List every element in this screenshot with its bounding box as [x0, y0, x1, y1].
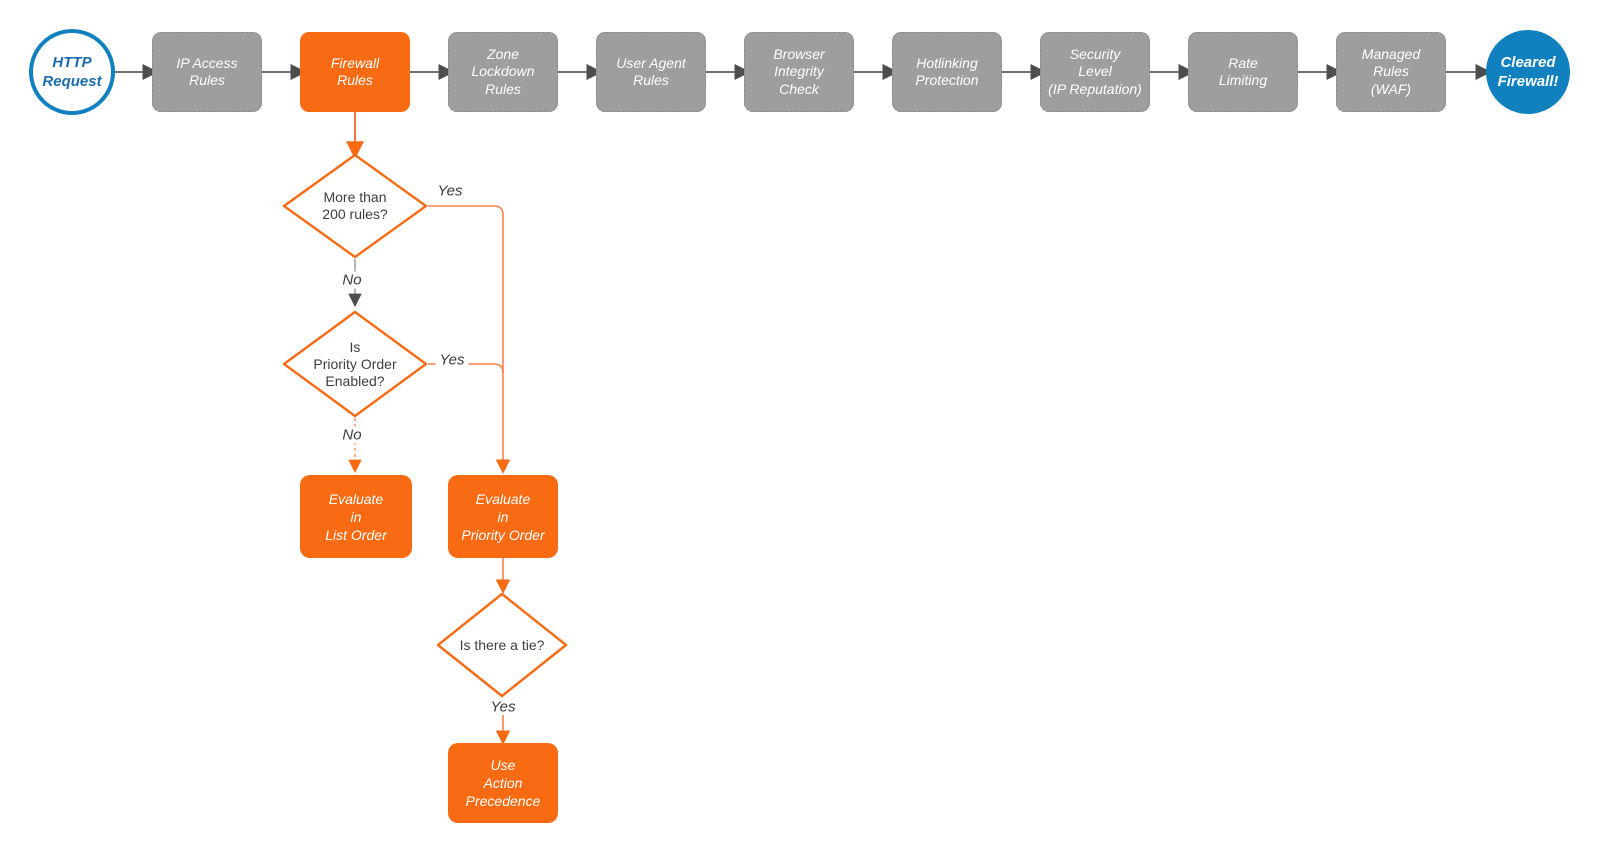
node-user-agent-rules-label: User Agent Rules: [616, 54, 686, 89]
node-evaluate-in-list-order-label: Evaluate in List Order: [325, 490, 387, 543]
node-zone-lockdown-rules-label: Zone Lockdown Rules: [471, 45, 535, 97]
decision-priority-order-enabled: Is Priority Order Enabled?: [282, 310, 428, 418]
node-hotlinking-protection-label: Hotlinking Protection: [915, 54, 979, 89]
decision-diamond-shape: [282, 310, 428, 418]
node-evaluate-in-list-order: Evaluate in List Order: [300, 475, 412, 558]
node-managed-rules-waf: Managed Rules (WAF): [1336, 32, 1446, 112]
decision-more-than-200-rules: More than 200 rules?: [282, 153, 428, 259]
edge-label-yes-3: Yes: [490, 698, 516, 716]
node-security-level: Security Level (IP Reputation): [1040, 32, 1150, 112]
node-evaluate-in-priority-order: Evaluate in Priority Order: [448, 475, 558, 558]
node-ip-access-rules: IP Access Rules: [152, 32, 262, 112]
node-http-request: HTTP Request: [29, 29, 115, 115]
node-user-agent-rules: User Agent Rules: [596, 32, 706, 112]
node-zone-lockdown-rules: Zone Lockdown Rules: [448, 32, 558, 112]
connector-decision2-yes-merge: [428, 363, 504, 374]
connector-decision1-yes-to-priority: [428, 205, 511, 474]
decision-diamond-shape: [436, 592, 568, 698]
edge-label-no-2: No: [338, 426, 366, 444]
decision-is-there-a-tie: Is there a tie?: [436, 592, 568, 698]
node-evaluate-in-priority-order-label: Evaluate in Priority Order: [461, 490, 545, 543]
node-managed-rules-waf-label: Managed Rules (WAF): [1361, 45, 1421, 97]
node-use-action-precedence-label: Use Action Precedence: [465, 757, 541, 809]
edge-label-no-1: No: [338, 271, 366, 289]
node-browser-integrity-check-label: Browser Integrity Check: [773, 45, 825, 97]
node-hotlinking-protection: Hotlinking Protection: [892, 32, 1002, 112]
node-firewall-rules: Firewall Rules: [300, 32, 410, 112]
decision-priority-order-enabled-label: Is Priority Order Enabled?: [313, 338, 397, 389]
node-rate-limiting: Rate Limiting: [1188, 32, 1298, 112]
node-browser-integrity-check: Browser Integrity Check: [744, 32, 854, 112]
node-http-request-label: HTTP Request: [42, 54, 102, 90]
node-cleared-firewall-label: Cleared Firewall!: [1497, 54, 1559, 90]
edge-label-yes-1: Yes: [437, 182, 463, 200]
node-ip-access-rules-label: IP Access Rules: [176, 54, 238, 89]
decision-is-there-a-tie-label: Is there a tie?: [459, 636, 545, 653]
node-security-level-label: Security Level (IP Reputation): [1048, 45, 1142, 97]
node-cleared-firewall: Cleared Firewall!: [1486, 30, 1570, 114]
node-rate-limiting-label: Rate Limiting: [1218, 54, 1268, 89]
decision-diamond-shape: [282, 153, 428, 259]
node-use-action-precedence: Use Action Precedence: [448, 743, 558, 823]
node-firewall-rules-label: Firewall Rules: [330, 54, 380, 89]
decision-more-than-200-rules-label: More than 200 rules?: [322, 189, 388, 222]
edge-label-yes-2: Yes: [435, 351, 469, 369]
